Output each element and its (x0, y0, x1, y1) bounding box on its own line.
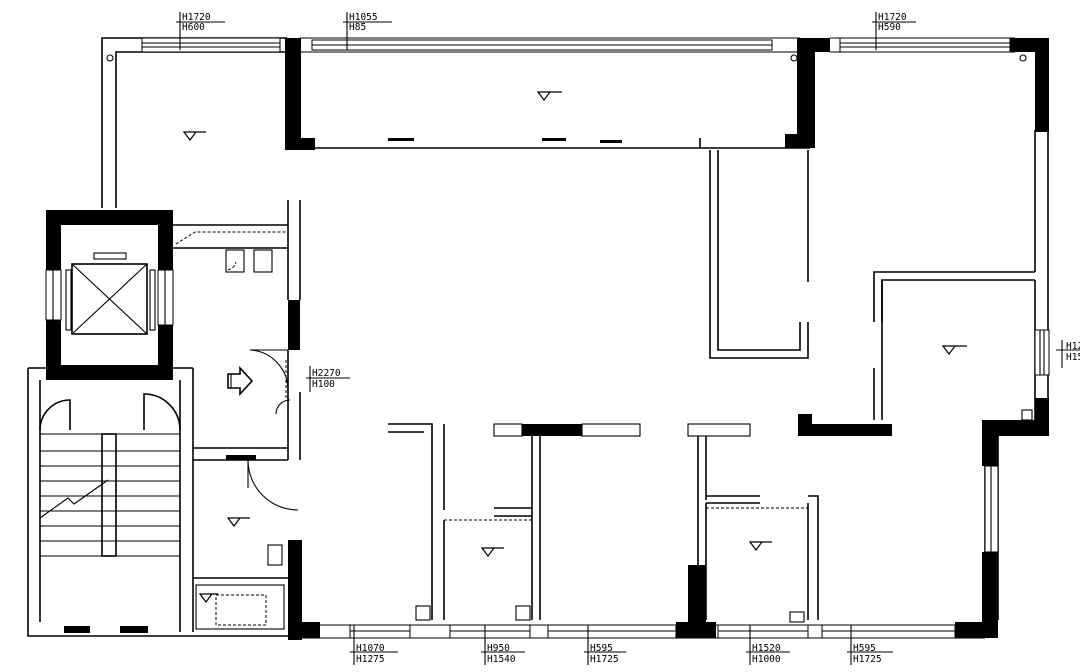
windows (45, 37, 1050, 639)
dimension-tag: H2270 H100 (306, 366, 350, 392)
dimension-top: H12 (1066, 341, 1080, 352)
elevation-marker (941, 345, 967, 355)
dimension-top: H1720 (878, 12, 907, 23)
dimension-bottom: H1000 (752, 654, 781, 665)
dimension-tag: H1520 H1000 (746, 625, 790, 665)
dimension-top: H1720 (182, 12, 211, 23)
dimension-top: H1070 (356, 643, 385, 654)
dimension-top: H1520 (752, 643, 781, 654)
dimension-tag: H1720 H590 (872, 12, 916, 50)
structural-walls (46, 38, 1049, 640)
sliding-doors (388, 138, 622, 143)
dimension-tag: H950 H1540 (481, 625, 525, 665)
dimension-bottom: H1275 (356, 654, 385, 665)
dimension-top: H2270 (312, 368, 341, 379)
elevator-icon (65, 252, 156, 335)
dimension-bottom: H100 (312, 379, 335, 390)
dimension-top: H1055 (349, 12, 378, 23)
dimension-bottom: H1725 (590, 654, 619, 665)
elevation-marker (536, 91, 562, 101)
dimension-tag: H595 H1725 (584, 625, 626, 665)
dimension-bottom: H590 (878, 22, 901, 33)
dimension-bottom: H600 (182, 22, 205, 33)
elevation-marker (226, 517, 250, 527)
door-swings (225, 249, 299, 511)
dimension-tag: H12 H15 (1056, 340, 1080, 368)
elevation-marker (480, 547, 504, 557)
dimension-bottom: H1725 (853, 654, 882, 665)
fixtures (106, 54, 1033, 623)
dimension-top: H595 (853, 643, 876, 654)
entrance-arrow-icon (227, 365, 254, 397)
staircase-icon (39, 393, 181, 557)
elevation-marker (748, 541, 772, 551)
dimension-tag: H1720 H600 (176, 12, 225, 50)
dimension-bottom: H85 (349, 22, 366, 33)
elevation-markers (182, 91, 967, 603)
thin-wall-lines (27, 37, 1049, 639)
dimension-labels: H1720 H600 H1055 H85 H1720 H590 H2270 H1… (176, 12, 1080, 665)
dimension-bottom: H1540 (487, 654, 516, 665)
dimension-bottom: H15 (1066, 352, 1080, 363)
elevation-marker (198, 593, 218, 603)
dimension-top: H950 (487, 643, 510, 654)
dimension-tag: H1055 H85 (343, 12, 392, 50)
dimension-tag: H1070 H1275 (350, 625, 398, 665)
elevation-marker (182, 131, 206, 141)
dimension-top: H595 (590, 643, 613, 654)
dimension-tag: H595 H1725 (847, 625, 893, 665)
